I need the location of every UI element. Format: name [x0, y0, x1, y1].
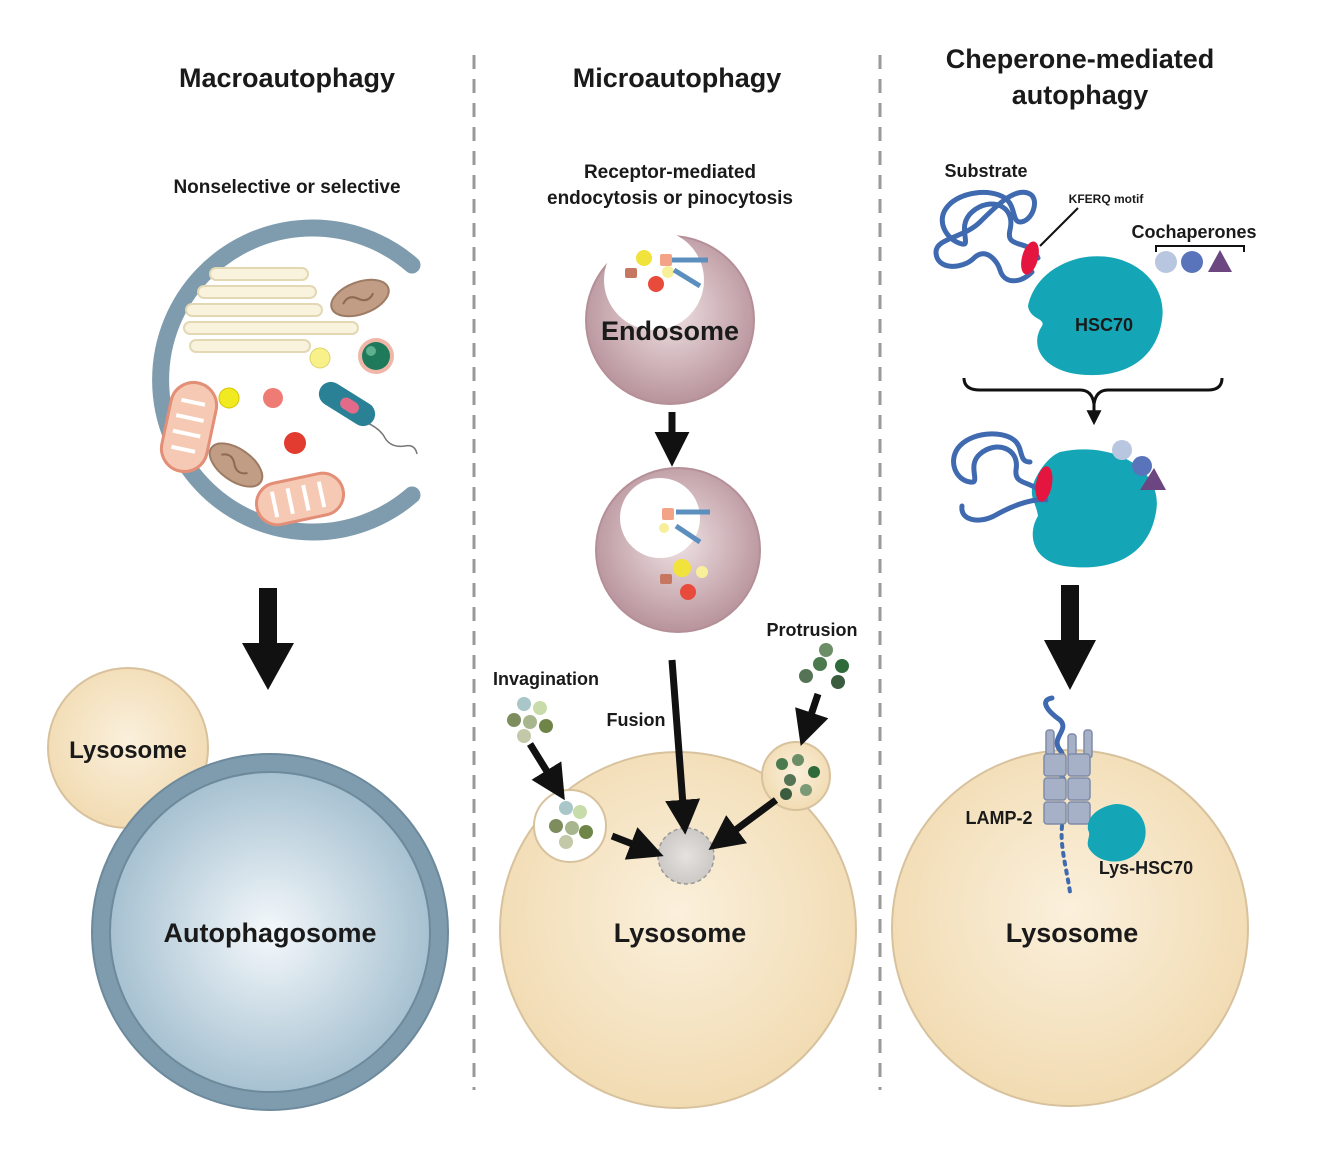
kferq-motif-icon: [1021, 241, 1039, 275]
cochaperone-icon: [1208, 250, 1232, 272]
red-particle-icon: [263, 388, 283, 408]
endosome-cargo-icon: [625, 250, 708, 292]
cma-title-line2: autophagy: [1012, 80, 1149, 110]
cochaperone-icon: [1155, 251, 1177, 273]
cochaperone-icon: [1181, 251, 1203, 273]
substrate-hsc70-complex: [951, 431, 1166, 568]
macro-subtitle: Nonselective or selective: [173, 177, 400, 198]
hsc70-chaperone: [1028, 256, 1163, 376]
macroautophagy-panel: Macroautophagy Nonselective or selective: [47, 63, 449, 1111]
organelle-brown-icon: [330, 278, 390, 318]
cma-panel: Cheperone-mediated autophagy Substrate K…: [891, 44, 1257, 1107]
protrusion-label: Protrusion: [766, 620, 857, 640]
invagination-to-core-arrow: [610, 827, 664, 860]
yellow-particle-icon: [218, 387, 240, 409]
yellow-particle-icon: [309, 347, 331, 369]
phagophore-membrane: [152, 219, 421, 541]
lamp2-tail-dots: [1059, 824, 1072, 894]
invagination-in-arrow: [527, 742, 565, 801]
macro-down-arrow: [242, 588, 294, 690]
macro-title: Macroautophagy: [179, 63, 395, 93]
cma-lysosome-label: Lysosome: [1006, 918, 1139, 948]
bacterium-icon: [318, 381, 418, 455]
lamp2-label: LAMP-2: [966, 808, 1033, 828]
lamp2-multimer-icon: [1043, 729, 1093, 825]
micro-subtitle-line2: endocytosis or pinocytosis: [547, 188, 793, 209]
mitochondrion-icon: [255, 471, 345, 527]
micro-title: Microautophagy: [573, 63, 782, 93]
micro-subtitle-line1: Receptor-mediated: [584, 162, 756, 183]
lys-hsc70-label: Lys-HSC70: [1099, 858, 1193, 878]
invagination-cargo-icon: [549, 801, 593, 849]
hsc70-label: HSC70: [1075, 315, 1133, 335]
invagination-label: Invagination: [493, 669, 599, 689]
substrate-label: Substrate: [944, 161, 1027, 181]
autophagosome-inner: [109, 771, 431, 1093]
cma-title-line1: Cheperone-mediated: [946, 44, 1215, 74]
mitochondrion-icon: [159, 380, 219, 474]
autophagosome-label: Autophagosome: [164, 918, 377, 948]
late-endosome-cavity: [620, 478, 700, 558]
cochaperones-label: Cochaperones: [1131, 222, 1256, 242]
macro-lysosome-label: Lysosome: [69, 737, 187, 764]
complex-bracket: [962, 377, 1224, 405]
cochaperones-bracket: [1155, 245, 1245, 252]
late-endosome-cargo-icon: [659, 508, 710, 600]
micro-lysosome-label: Lysosome: [614, 918, 747, 948]
virus-icon: [358, 338, 394, 374]
organelle-brown-icon: [208, 442, 264, 488]
fusion-arrow: [665, 659, 701, 835]
kferq-motif-pointer: [1039, 207, 1079, 247]
lysosome-lumen-core: [657, 827, 715, 885]
kferq-motif-label: KFERQ motif: [1069, 192, 1145, 206]
fusion-label: Fusion: [607, 710, 666, 730]
substrate-protein: [933, 189, 1041, 284]
invagination-source-cargo-icon: [507, 697, 553, 743]
protrusion-cargo-icon: [776, 754, 820, 800]
red-particle-icon: [284, 432, 306, 454]
er-membrane-icon: [183, 267, 359, 353]
lys-hsc70-chaperone: [1087, 804, 1146, 862]
endosome-label: Endosome: [601, 316, 739, 346]
protrusion-to-core-arrow: [708, 797, 779, 850]
microautophagy-panel: Microautophagy Receptor-mediated endocyt…: [493, 63, 858, 1109]
protrusion-in-arrow: [795, 692, 829, 746]
protrusion-source-cargo-icon: [799, 643, 849, 689]
cma-down-arrow: [1044, 585, 1096, 690]
